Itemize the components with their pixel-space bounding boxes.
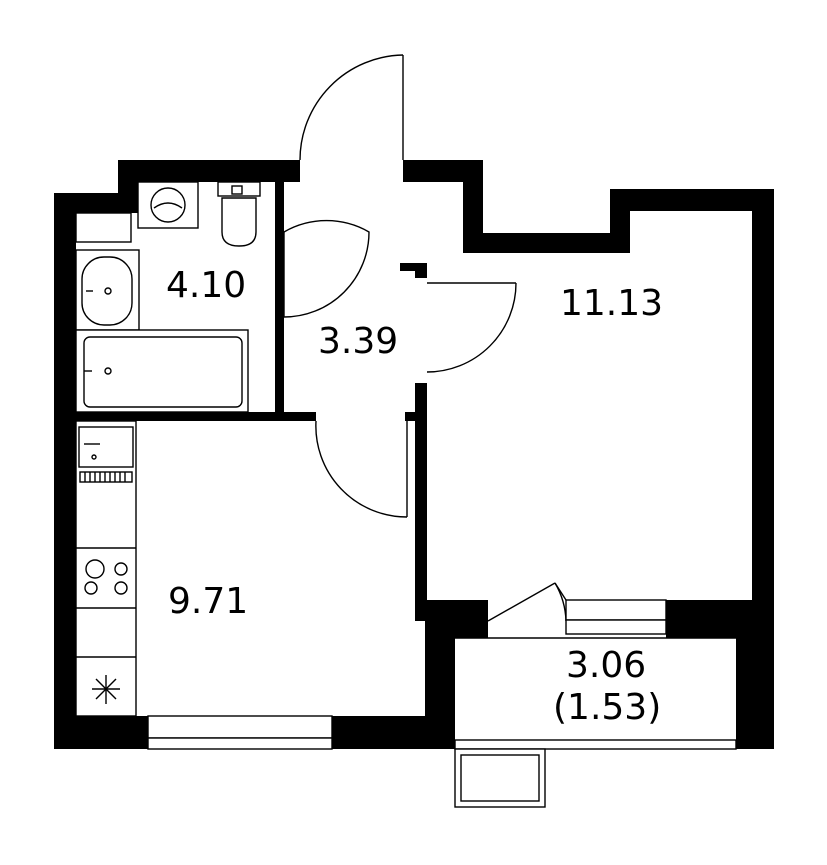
kitchen-counter [75, 420, 137, 717]
entrance-door [299, 54, 404, 161]
living-room-area-label: 11.13 [560, 283, 664, 324]
balcony-door [487, 582, 567, 622]
radiator-icon [79, 471, 133, 483]
kitchen-door [315, 420, 408, 518]
kitchen-sink-icon [78, 426, 134, 468]
bathroom-area-label: 4.10 [166, 265, 247, 306]
hallway-area-label: 3.39 [318, 321, 399, 362]
toilet-icon [217, 181, 261, 247]
sink-icon [75, 249, 140, 331]
kitchen-window [147, 715, 333, 750]
stove-icon [76, 547, 136, 609]
kitchen-area-label: 9.71 [168, 581, 249, 622]
bathtub-icon [75, 329, 249, 413]
shelf [75, 212, 132, 243]
washing-machine-icon [137, 181, 199, 229]
balcony-reduced-area-label: (1.53) [553, 687, 662, 728]
ventilation-icon [76, 656, 136, 704]
bathroom-door [283, 219, 370, 318]
walls [54, 160, 774, 749]
living-room-window [565, 599, 667, 635]
living-room-door [426, 282, 517, 373]
balcony [454, 637, 737, 808]
balcony-area-label: 3.06 [566, 645, 647, 686]
